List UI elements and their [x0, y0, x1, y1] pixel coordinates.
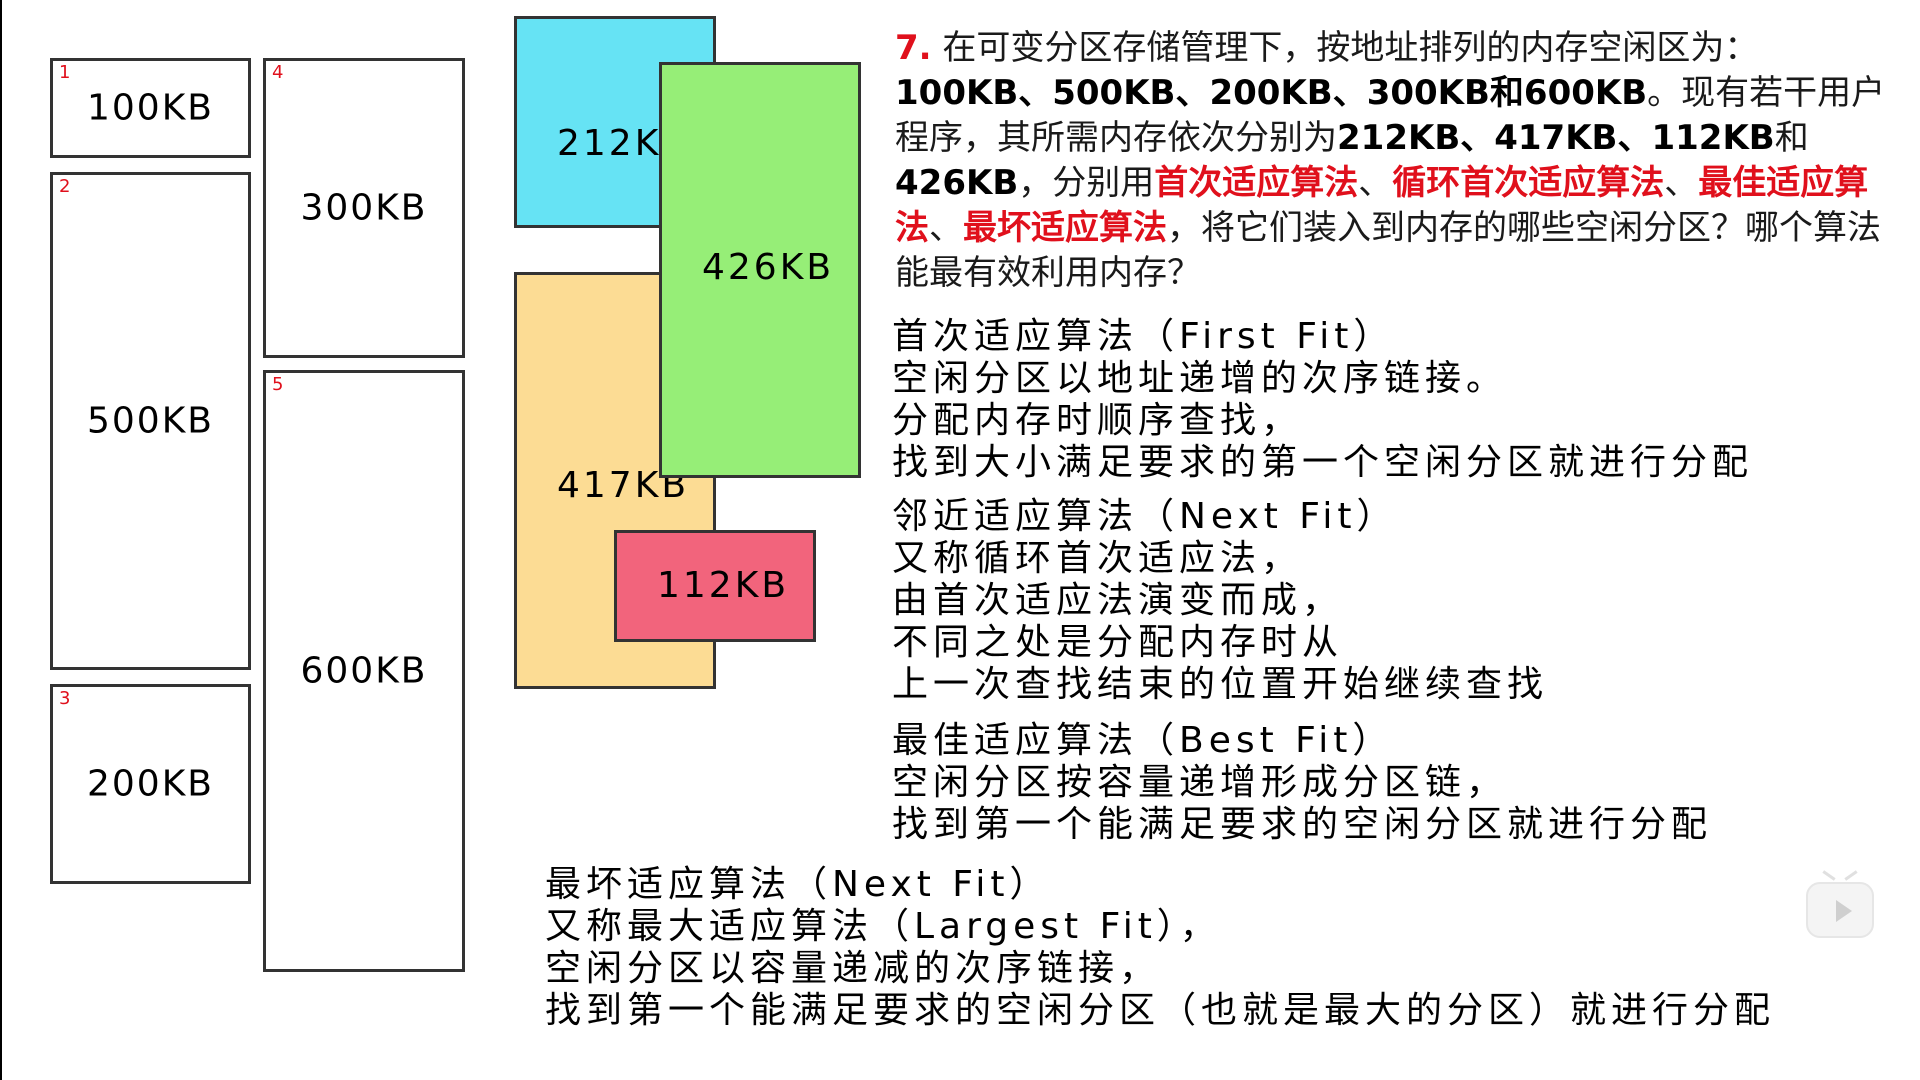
question-separator: 、	[929, 208, 963, 248]
best-fit-line: 空闲分区按容量递增形成分区链，	[892, 762, 1508, 803]
partition-size: 500KB	[86, 400, 215, 442]
partition-500kb: 2 500KB	[50, 172, 251, 670]
first-fit-description: 首次适应算法（First Fit） 空闲分区以地址递增的次序链接。 分配内存时顺…	[892, 316, 1753, 484]
job-426kb: 426KB	[659, 62, 861, 478]
first-fit-line: 找到大小满足要求的第一个空闲分区就进行分配	[892, 442, 1754, 483]
best-fit-description: 最佳适应算法（Best Fit） 空闲分区按容量递增形成分区链， 找到第一个能满…	[892, 720, 1712, 846]
partition-100kb: 1 100KB	[50, 58, 251, 158]
partition-number: 4	[272, 62, 284, 83]
partition-size: 200KB	[86, 763, 215, 805]
partition-number: 2	[59, 176, 71, 197]
question-part: ，将它们装入到内存的哪些空闲分区？哪个算法能最有效利用内存？	[895, 208, 1881, 293]
question-part: 在可变分区存储管理下，按地址排列的内存空闲区为：	[942, 28, 1759, 68]
partition-size: 300KB	[300, 187, 428, 229]
partition-number: 5	[272, 374, 284, 395]
best-fit-line: 找到第一个能满足要求的空闲分区就进行分配	[892, 804, 1713, 845]
question-part: ，分别用	[1018, 163, 1155, 203]
job-size-list: 212KB、417KB、112KB	[1337, 118, 1775, 158]
partition-300kb: 4 300KB	[263, 58, 465, 358]
question-part: 。现有若干用户程序，其所需内存依次分别为	[895, 73, 1886, 158]
play-icon-ear	[1844, 870, 1858, 881]
first-fit-line: 分配内存时顺序查找，	[892, 400, 1303, 441]
question-part: 和	[1774, 118, 1809, 158]
partition-size: 100KB	[86, 87, 215, 129]
algorithm-worst-fit: 最坏适应算法	[963, 208, 1167, 248]
job-size-last: 426KB	[895, 163, 1019, 203]
next-fit-description: 邻近适应算法（Next Fit） 又称循环首次适应法， 由首次适应法演变而成， …	[892, 496, 1548, 706]
next-fit-line: 不同之处是分配内存时从	[892, 622, 1344, 663]
worst-fit-description: 最坏适应算法（Next Fit） 又称最大适应算法（Largest Fit）， …	[545, 864, 1775, 1032]
worst-fit-line: 又称最大适应算法（Largest Fit），	[545, 906, 1221, 947]
partition-number: 1	[59, 62, 71, 83]
next-fit-line: 又称循环首次适应法，	[892, 538, 1303, 579]
next-fit-line: 由首次适应法演变而成，	[892, 580, 1344, 621]
algorithm-best-fit: 最佳适应算法	[895, 163, 1869, 248]
play-button[interactable]	[1806, 870, 1874, 938]
next-fit-line: 上一次查找结束的位置开始继续查找	[892, 664, 1549, 705]
job-112kb: 112KB	[614, 530, 816, 642]
partition-200kb: 3 200KB	[50, 684, 251, 884]
job-label: 426KB	[702, 247, 835, 288]
free-partition-list: 100KB、500KB、200KB、300KB和600KB	[895, 73, 1648, 113]
job-label: 112KB	[657, 565, 790, 606]
best-fit-title: 最佳适应算法（Best Fit）	[892, 720, 1394, 761]
partition-600kb: 5 600KB	[263, 370, 465, 972]
play-icon-ear	[1822, 870, 1836, 881]
algorithm-first-fit: 首次适应算法	[1154, 163, 1359, 203]
next-fit-title: 邻近适应算法（Next Fit）	[892, 496, 1398, 537]
question-text: 7. 在可变分区存储管理下，按地址排列的内存空闲区为： 100KB、500KB、2…	[895, 26, 1895, 296]
worst-fit-line: 空闲分区以容量递减的次序链接，	[545, 948, 1161, 989]
play-icon	[1836, 900, 1852, 922]
algorithm-next-fit: 循环首次适应算法	[1392, 163, 1665, 203]
partition-number: 3	[59, 688, 71, 709]
partition-size: 600KB	[300, 650, 428, 692]
first-fit-title: 首次适应算法（First Fit）	[892, 316, 1395, 357]
first-fit-line: 空闲分区以地址递增的次序链接。	[892, 358, 1508, 399]
question-number: 7.	[895, 28, 932, 68]
worst-fit-title: 最坏适应算法（Next Fit）	[545, 864, 1051, 905]
question-separator: 、	[1664, 163, 1699, 203]
worst-fit-line: 找到第一个能满足要求的空闲分区（也就是最大的分区）就进行分配	[545, 990, 1776, 1031]
question-separator: 、	[1358, 163, 1393, 203]
